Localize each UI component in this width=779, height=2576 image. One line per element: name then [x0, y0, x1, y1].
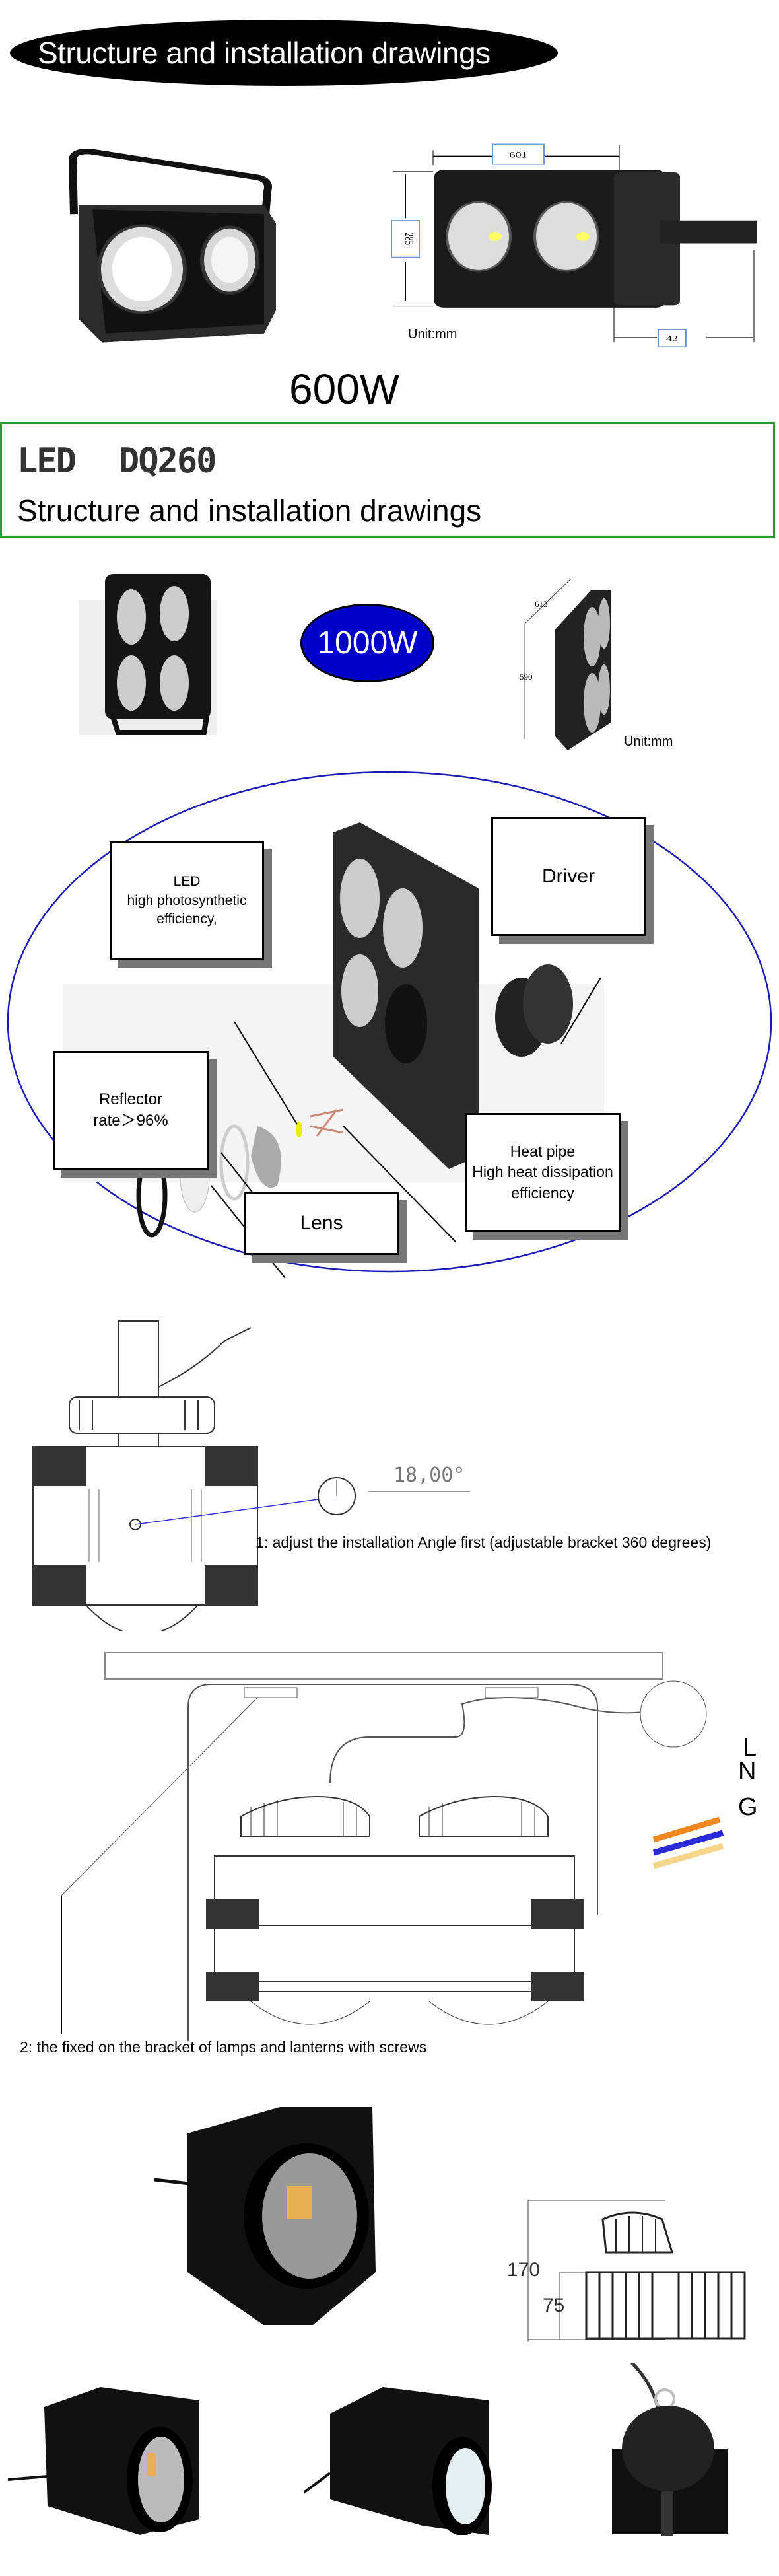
bracket-angle-drawing	[32, 1320, 470, 1631]
callout-heat-pipe-title: Heat pipe	[510, 1143, 576, 1161]
module-height-total: 170	[507, 2259, 541, 2281]
unit-label-1000w: Unit:mm	[624, 734, 673, 749]
callout-reflector: Reflector rate＞96%	[53, 1051, 209, 1170]
callout-reflector-rate: rate＞96%	[93, 1112, 168, 1129]
callout-driver-label: Driver	[542, 865, 595, 887]
wire-label-g: G	[738, 1793, 758, 1821]
step-2-text: 2: the fixed on the bracket of lamps and…	[20, 2038, 427, 2056]
model-code: DQ260	[118, 441, 217, 481]
led-chip	[296, 1122, 302, 1137]
module-height-body: 75	[543, 2295, 565, 2316]
power-label-600w: 600W	[289, 365, 400, 413]
floodlight-1000w-dimension-drawing: 613 590	[520, 578, 611, 750]
callout-led-title: LED	[173, 874, 201, 890]
driver-illustration	[495, 964, 573, 1057]
callout-lens: Lens	[244, 1192, 399, 1255]
callout-driver: Driver	[491, 817, 646, 936]
callout-lens-label: Lens	[300, 1212, 343, 1234]
power-badge-1000w: 1000W	[300, 604, 434, 682]
heat-pipe-illustration	[310, 1108, 344, 1137]
module-side-photo-1	[8, 2387, 199, 2535]
exploded-view-border	[7, 771, 772, 1273]
wire-label-l: L	[743, 1734, 757, 1762]
module-side-photo-2	[304, 2387, 492, 2535]
reflector-illustration	[251, 1126, 281, 1188]
step-1-text: 1: adjust the installation Angle first (…	[255, 1534, 712, 1551]
floodlight-1000w-photo	[79, 574, 217, 735]
twin-lamp-bracket-drawing	[61, 1652, 724, 2041]
dimension-height: 285	[402, 233, 415, 245]
model-header-box	[0, 422, 775, 538]
module-front-photo	[154, 2107, 376, 2325]
dimension-width: 601	[510, 151, 527, 160]
dimension-height: 590	[520, 672, 533, 682]
lamp-body-illustration	[333, 822, 479, 1169]
model-subtitle: Structure and installation drawings	[17, 493, 482, 528]
callout-heat-pipe-line: High heat dissipation	[472, 1163, 613, 1181]
wire-label-n: N	[738, 1758, 757, 1785]
unit-label: Unit:mm	[408, 327, 457, 341]
section-title: Structure and installation drawings	[38, 36, 491, 70]
wire-lng-icon	[652, 1816, 724, 1869]
callout-led-line: high photosynthetic	[127, 892, 247, 908]
model-name: LED DQ260	[17, 441, 217, 481]
floodlight-600w-photo	[68, 149, 276, 343]
callout-led-line: efficiency,	[156, 912, 217, 927]
callout-heat-pipe: Heat pipe High heat dissipation efficien…	[465, 1113, 621, 1232]
module-dimension-drawing	[527, 2200, 746, 2342]
callout-reflector-title: Reflector	[98, 1090, 163, 1108]
model-prefix: LED	[17, 441, 77, 481]
angle-readout: 18,00°	[393, 1464, 465, 1487]
dimension-depth: 42	[666, 334, 678, 343]
section-title-banner: Structure and installation drawings	[10, 20, 558, 86]
module-top-photo	[612, 2363, 728, 2536]
callout-heat-pipe-line: efficiency	[511, 1184, 574, 1201]
mounting-beam	[104, 1652, 663, 1680]
dimension-width: 613	[535, 599, 548, 609]
callout-led: LED high photosynthetic efficiency,	[110, 841, 264, 960]
floodlight-600w-dimension-drawing: 601 285 42	[391, 143, 757, 347]
